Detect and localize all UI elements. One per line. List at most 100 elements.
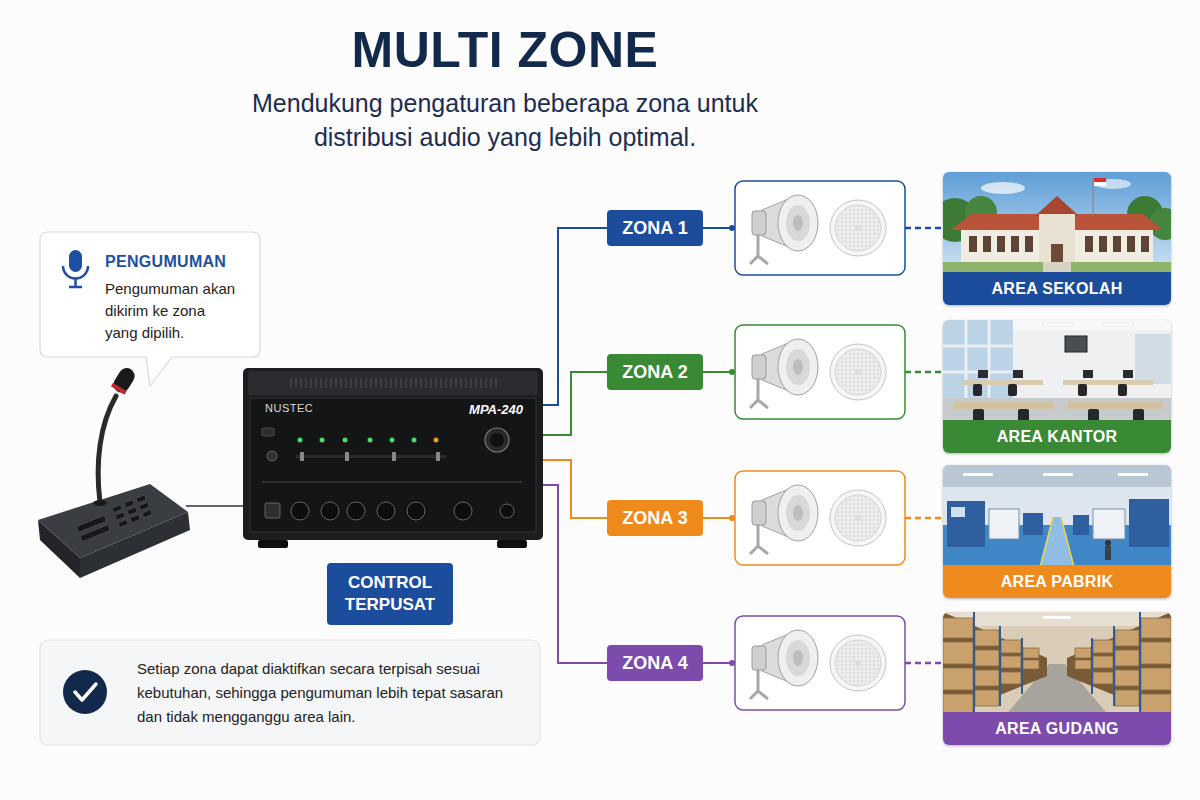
office-photo-part [1063, 380, 1153, 385]
speaker-boxes-part [750, 339, 886, 408]
microphone-console-part-part [142, 510, 152, 518]
microphone-console-part-part [139, 502, 149, 510]
school-photo-part [1039, 214, 1075, 262]
check-icon-part [63, 670, 107, 714]
warehouse-photo-part-part [975, 670, 999, 686]
microphone-console-part-part [112, 505, 122, 513]
note-box: Setiap zona dapat diaktifkan secara terp… [40, 640, 540, 745]
amplifier-illustration-part [407, 502, 425, 520]
note-text: Setiap zona dapat diaktifkan secara terp… [137, 657, 524, 729]
warehouse-photo-part-part [1139, 612, 1141, 718]
microphone-console-part [98, 396, 116, 502]
zone-box: ZONA 1 [607, 210, 703, 246]
area-band: AREA SEKOLAH [943, 272, 1171, 305]
school-photo-part [1141, 236, 1149, 252]
zone-text: ZONA 4 [622, 652, 687, 674]
school-photo-part [1025, 236, 1033, 252]
area-text: AREA GUDANG [995, 719, 1119, 739]
office-photo-part [1103, 323, 1133, 326]
office-photo-part [973, 384, 982, 396]
school-photo-part [1094, 182, 1106, 186]
zone-box: ZONA 4 [607, 645, 703, 681]
amplifier-illustration-part [248, 371, 538, 395]
factory-photo-part [1043, 473, 1073, 476]
school-photo-part [1035, 196, 1079, 216]
factory-photo-part [947, 501, 985, 547]
zone-wiring-part [703, 662, 730, 664]
warehouse-photo-part-part [1115, 650, 1139, 666]
warehouse-photo-part-part [1093, 640, 1113, 653]
school-photo-part [1094, 178, 1106, 182]
office-photo-part [1013, 320, 1171, 330]
amplifier-illustration-part [345, 452, 349, 461]
warehouse-photo-part [1067, 612, 1171, 718]
zone-wiring-part [729, 515, 735, 521]
factory-photo-part [1118, 473, 1148, 476]
amplifier-illustration-part [250, 398, 536, 532]
school-photo-part [943, 172, 1171, 278]
school-photo-part [981, 182, 1025, 194]
check-icon [63, 670, 107, 714]
warehouse-photo-part-part [1115, 630, 1139, 646]
amplifier-illustration-part [485, 428, 509, 452]
note-panel-part [40, 640, 540, 745]
warehouse-photo-part-part [975, 630, 999, 646]
warehouse-photo-part [1043, 616, 1071, 619]
factory-photo-part [943, 465, 1171, 571]
mic-icon-part [69, 286, 82, 289]
warehouse-photo-part-part [943, 618, 973, 638]
speaker-boxes [735, 181, 905, 710]
mic-icon-part [74, 278, 77, 287]
amplifier-illustration-part [298, 438, 303, 443]
warehouse-photo-part-part [943, 668, 973, 690]
warehouse-photo-part-part [1141, 642, 1171, 664]
microphone-console-part-part [118, 519, 128, 527]
warehouse-photo-part-part [1075, 660, 1091, 669]
zone-text: ZONA 2 [622, 361, 687, 383]
amplifier-illustration-part [500, 504, 514, 518]
factory-photo-part [1073, 515, 1089, 535]
speaker-boxes-part [750, 485, 886, 554]
factory-photo-part [963, 473, 993, 476]
warehouse-photo-part [943, 612, 1171, 718]
amplifier-illustration-part [436, 452, 440, 461]
amplifier-illustration-part [321, 502, 339, 520]
office-photo [943, 320, 1171, 426]
amplifier-illustration [243, 368, 543, 548]
warehouse-photo-part-part [975, 690, 999, 706]
zone-wiring-part [703, 517, 730, 519]
warehouse-photo-part-part [1001, 640, 1021, 653]
microphone-console-part-part [80, 525, 110, 542]
speaker-boxes-part [735, 325, 905, 419]
area-band: AREA PABRIK [943, 565, 1171, 598]
speaker-boxes-part [750, 195, 886, 264]
warehouse-photo-part-part [1093, 656, 1113, 668]
microphone-console-part-part [127, 507, 137, 515]
office-photo-part [1135, 334, 1171, 384]
warehouse-photo-part-part [1093, 672, 1113, 684]
area-band: AREA KANTOR [943, 420, 1171, 453]
zone-wiring-part [729, 660, 735, 666]
office-photo-part [953, 402, 1053, 409]
microphone-console-part [75, 495, 152, 543]
warehouse-photo-part [973, 612, 1141, 718]
warehouse-photo-part-part [1115, 670, 1139, 686]
microphone-console-part [38, 484, 188, 558]
microphone-console-part [110, 365, 137, 396]
area-text: AREA KANTOR [997, 427, 1118, 447]
amplifier-illustration-part [243, 368, 543, 540]
school-photo-part [1085, 236, 1093, 252]
office-photo-part [1008, 384, 1017, 396]
area-text: AREA PABRIK [1001, 572, 1114, 592]
office-photo-part [943, 320, 1171, 426]
zone-connector [543, 485, 607, 663]
amplifier-illustration-part [258, 540, 288, 548]
amplifier-illustration-part [267, 451, 277, 461]
amplifier-illustration-part [300, 452, 304, 461]
amplifier-illustration-part [343, 438, 348, 443]
callout-bubble [40, 232, 260, 386]
warehouse-photo-part-part [1001, 656, 1021, 668]
zone-wiring-part [729, 369, 735, 375]
microphone-console-part-part [110, 365, 137, 396]
office-photo-part [1065, 336, 1087, 352]
